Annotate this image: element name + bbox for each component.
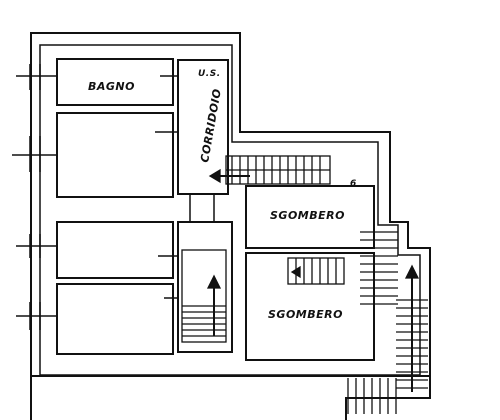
corridor-link	[189, 193, 215, 223]
label-sgombero-1: SGOMBERO	[270, 209, 345, 222]
window-marks	[12, 64, 178, 330]
outer-wall	[30, 32, 431, 420]
stairs-sgombero	[287, 257, 345, 285]
inner-wall	[39, 44, 421, 376]
stairs-corridor	[181, 249, 227, 343]
room-corridoio	[177, 59, 229, 195]
room-sgombero-2	[245, 252, 375, 361]
room-left-2	[56, 112, 174, 198]
room-sgombero-1	[245, 185, 375, 249]
corridor-lower	[177, 221, 233, 353]
room-left-3	[56, 221, 174, 279]
stairs-exterior	[347, 231, 428, 414]
label-sgombero-2: SGOMBERO	[268, 308, 343, 321]
stairs-top	[208, 155, 331, 185]
room-bagno	[56, 58, 174, 106]
room-left-4	[56, 283, 174, 355]
label-bagno: BAGNO	[88, 80, 135, 93]
note-right: 6	[350, 179, 357, 189]
note-top: U.S.	[198, 69, 221, 79]
label-corridoio: CORRIDOIO	[198, 88, 224, 164]
